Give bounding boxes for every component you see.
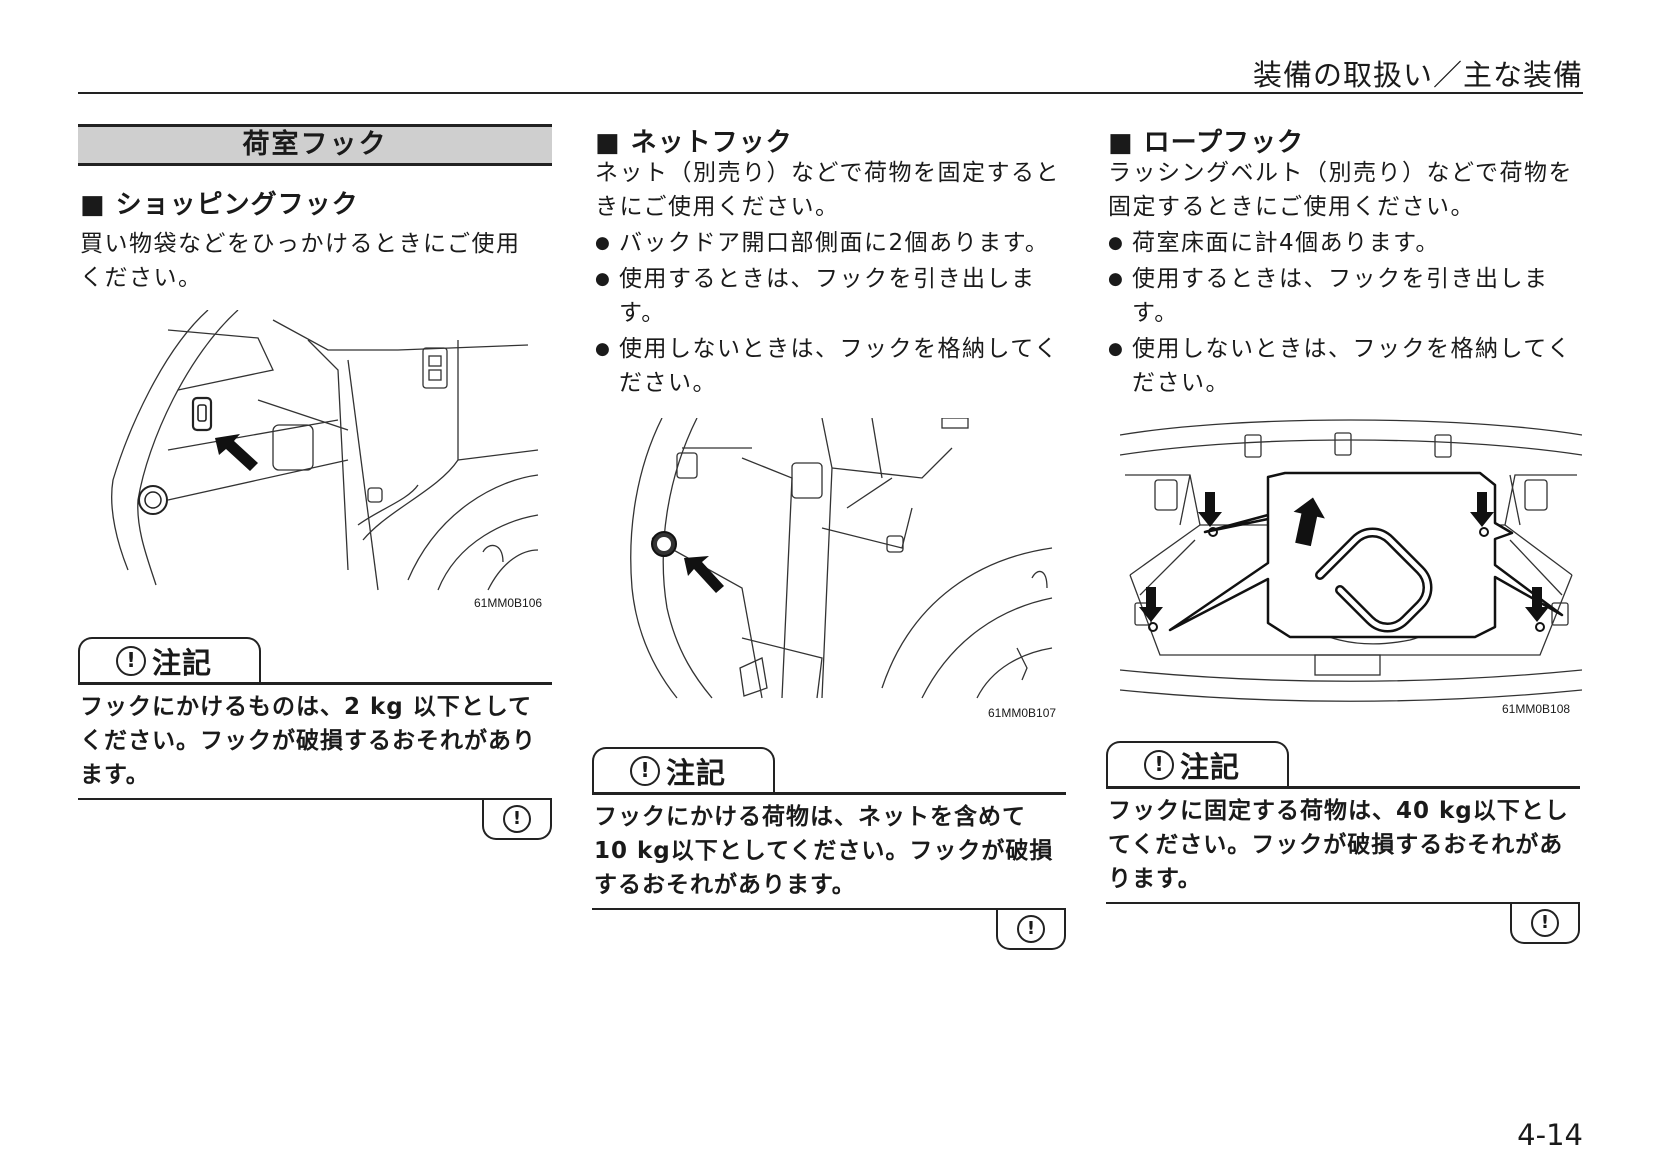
figure-code: 61MM0B108 xyxy=(1502,702,1571,716)
text-line: 使用するときは、フックを引き出しま xyxy=(619,266,1036,292)
text-line: ください。 xyxy=(80,265,203,291)
bullet-item: 荷室床面に計4個あります。 xyxy=(1108,226,1588,260)
note-end-marker: ! xyxy=(996,910,1066,950)
text-line: フックにかけるものは、2 kg 以下として xyxy=(80,694,533,720)
text-line: 固定するときにご使用ください。 xyxy=(1108,194,1476,220)
caution-icon: ! xyxy=(116,646,146,676)
text-line: ください。フックが破損するおそれがあり xyxy=(80,728,536,754)
text-line: きにご使用ください。 xyxy=(595,194,840,220)
note-bottom-rule xyxy=(592,908,1066,910)
section-title: 荷室フック xyxy=(78,124,552,166)
text-line: ネット（別売り）などで荷物を固定すると xyxy=(595,160,1061,186)
note-tab: ! 注記 xyxy=(78,637,261,683)
text-line: フックに固定する荷物は、40 kg以下とし xyxy=(1108,798,1569,824)
note-end-marker: ! xyxy=(1510,904,1580,944)
text-line: ださい。 xyxy=(619,370,717,396)
figure-code: 61MM0B106 xyxy=(474,596,543,610)
note-tab: ! 注記 xyxy=(1106,741,1289,787)
note-top-rule xyxy=(78,682,552,685)
text-line: ラッシングベルト（別売り）などで荷物を xyxy=(1108,160,1574,186)
text-line: ださい。 xyxy=(1132,370,1230,396)
arrow-icon xyxy=(1470,492,1494,527)
arrow-icon xyxy=(1198,492,1222,527)
note-label: 注記 xyxy=(152,646,213,680)
text-line: するおそれがあります。 xyxy=(594,872,856,898)
text-line: 買い物袋などをひっかけるときにご使用 xyxy=(80,231,521,257)
hook-callout xyxy=(1168,471,1564,639)
net-hook-heading: ■ ネットフック xyxy=(595,128,793,158)
note-label: 注記 xyxy=(666,756,727,790)
text-line: 使用しないときは、フックを格納してく xyxy=(1132,336,1572,362)
note-text: フックにかける荷物は、ネットを含めて 10 kg以下としてください。フックが破損… xyxy=(594,800,1074,902)
note-end-marker: ! xyxy=(482,800,552,840)
net-hook-description: ネット（別売り）などで荷物を固定すると きにご使用ください。 xyxy=(595,156,1075,224)
note-top-rule xyxy=(592,792,1066,795)
text-line: フックにかける荷物は、ネットを含めて xyxy=(594,804,1026,830)
note-bottom-rule xyxy=(1106,902,1580,904)
arrow-icon xyxy=(684,556,724,593)
note-label: 注記 xyxy=(1180,750,1241,784)
arrow-icon xyxy=(1525,587,1549,622)
text-line: 荷室床面に計4個あります。 xyxy=(1132,230,1440,256)
shopping-hook-illustration xyxy=(111,310,539,591)
shopping-hook-heading: ■ ショッピングフック xyxy=(80,190,359,220)
caution-icon: ! xyxy=(1144,750,1174,780)
text-line: す。 xyxy=(619,300,666,326)
rope-hook-illustration xyxy=(1120,419,1582,702)
rope-hook-description: ラッシングベルト（別売り）などで荷物を 固定するときにご使用ください。 xyxy=(1108,156,1588,224)
arrow-icon xyxy=(1139,587,1163,622)
note-top-rule xyxy=(1106,786,1580,789)
caution-icon: ! xyxy=(1017,915,1045,943)
shopping-hook-description: 買い物袋などをひっかけるときにご使用 ください。 xyxy=(80,227,560,295)
text-line: てください。フックが破損するおそれがあ xyxy=(1108,832,1564,858)
note-tab: ! 注記 xyxy=(592,747,775,793)
text-line: ります。 xyxy=(1108,866,1202,892)
text-line: 10 kg以下としてください。フックが破損 xyxy=(594,838,1054,864)
caution-icon: ! xyxy=(503,805,531,833)
net-hook-illustration xyxy=(630,418,1053,699)
caution-icon: ! xyxy=(630,756,660,786)
note-bottom-rule xyxy=(78,798,552,800)
note-text: フックにかけるものは、2 kg 以下として ください。フックが破損するおそれがあ… xyxy=(80,690,560,792)
text-line: バックドア開口部側面に2個あります。 xyxy=(619,230,1050,256)
caution-icon: ! xyxy=(1531,909,1559,937)
header-divider xyxy=(78,92,1583,94)
note-text: フックに固定する荷物は、40 kg以下とし てください。フックが破損するおそれが… xyxy=(1108,794,1588,896)
text-line: 使用するときは、フックを引き出しま xyxy=(1132,266,1549,292)
rope-hook-heading: ■ ロープフック xyxy=(1108,128,1305,158)
text-line: ます。 xyxy=(80,762,150,788)
figure-code: 61MM0B107 xyxy=(988,706,1057,720)
bullet-item: バックドア開口部側面に2個あります。 xyxy=(595,226,1075,260)
text-line: 使用しないときは、フックを格納してく xyxy=(619,336,1059,362)
arrow-icon xyxy=(215,434,258,471)
text-line: す。 xyxy=(1132,300,1179,326)
page-number: 4-14 xyxy=(1517,1118,1583,1152)
page-header-title: 装備の取扱い／主な装備 xyxy=(1252,58,1583,92)
